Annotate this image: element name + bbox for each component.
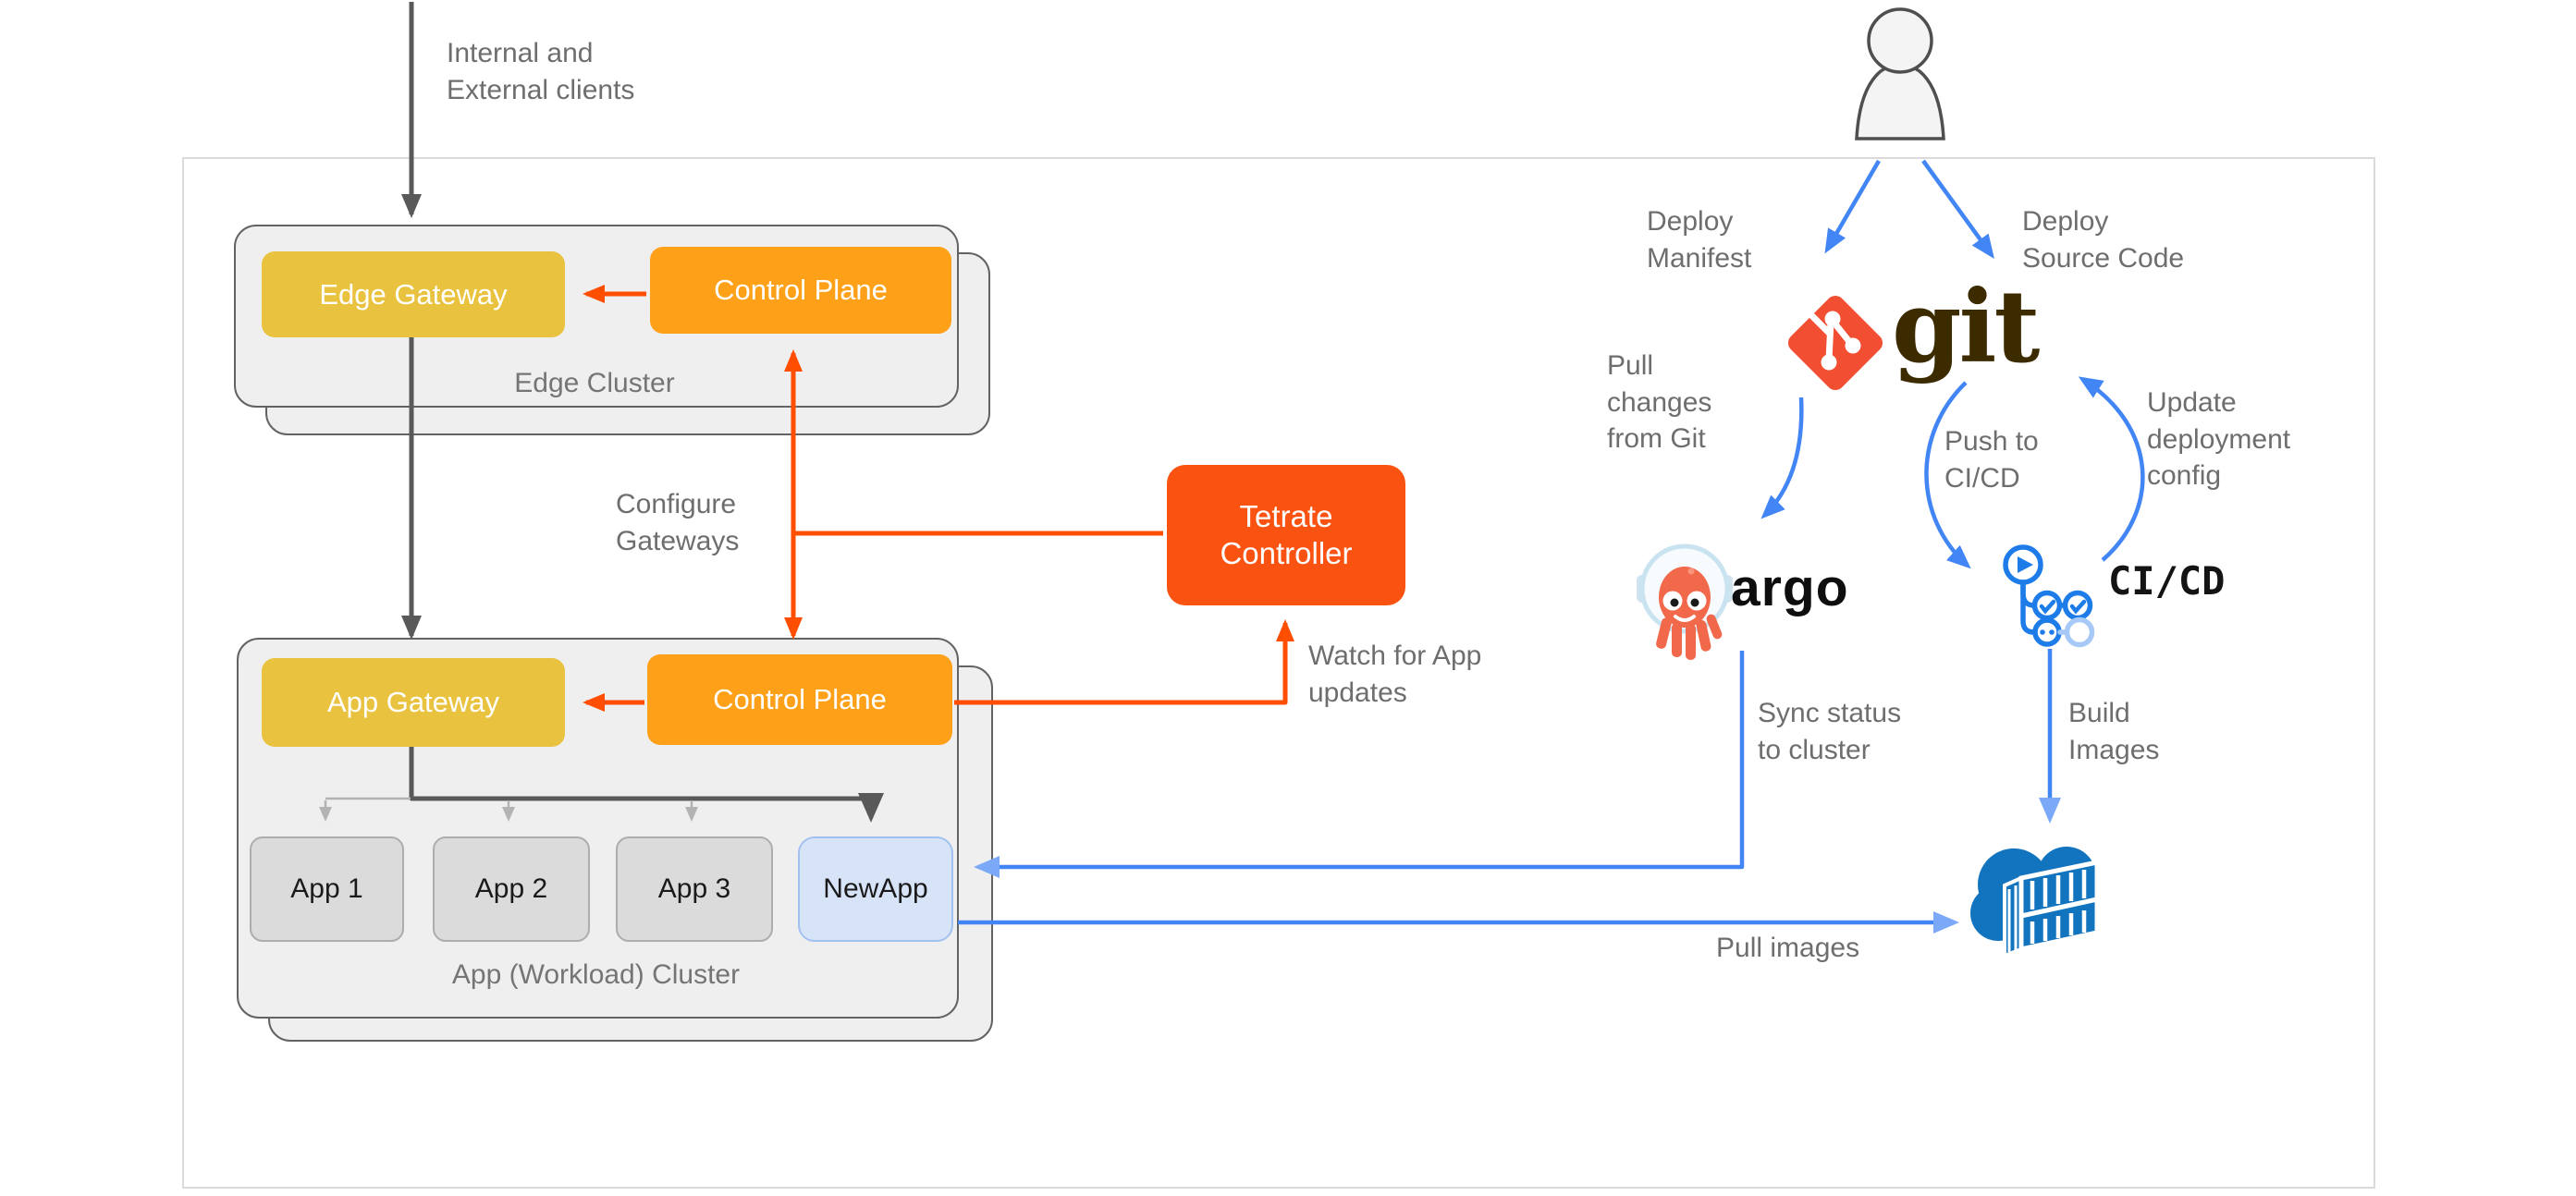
app-control-plane-node: Control Plane [647,654,952,745]
app-gateway-node: App Gateway [262,658,565,747]
new-app-node: NewApp [798,836,953,942]
cicd-label: CI/CD [2108,558,2226,604]
edge-cluster-label: Edge Cluster [514,368,675,398]
app-2-node: App 2 [433,836,590,942]
git-wordmark: git [1892,269,2040,385]
edge-control-plane-node: Control Plane [650,247,951,334]
tetrate-controller-node: Tetrate Controller [1167,465,1405,605]
deploy-source-code-label: Deploy Source Code [2022,206,2185,274]
clients-label: Internal and External clients [447,38,635,105]
push-to-cicd-label: Push to CI/CD [1944,426,2039,494]
watch-updates-label: Watch for App updates [1308,641,1482,708]
app-1-node: App 1 [250,836,404,942]
argo-wordmark: argo [1731,558,1849,617]
pull-changes-label: Pull changes from Git [1607,350,1712,455]
sync-status-label: Sync status to cluster [1758,698,1902,765]
app-cluster-label: App (Workload) Cluster [451,959,741,990]
deploy-manifest-label: Deploy Manifest [1647,206,1752,274]
edge-gateway-node: Edge Gateway [262,251,565,337]
build-images-label: Build Images [2068,698,2160,765]
pull-images-label: Pull images [1716,933,1860,963]
configure-gateways-label: Configure Gateways [616,489,740,556]
user-icon [1855,7,1945,140]
app-3-node: App 3 [616,836,773,942]
update-config-label: Update deployment config [2147,387,2291,492]
